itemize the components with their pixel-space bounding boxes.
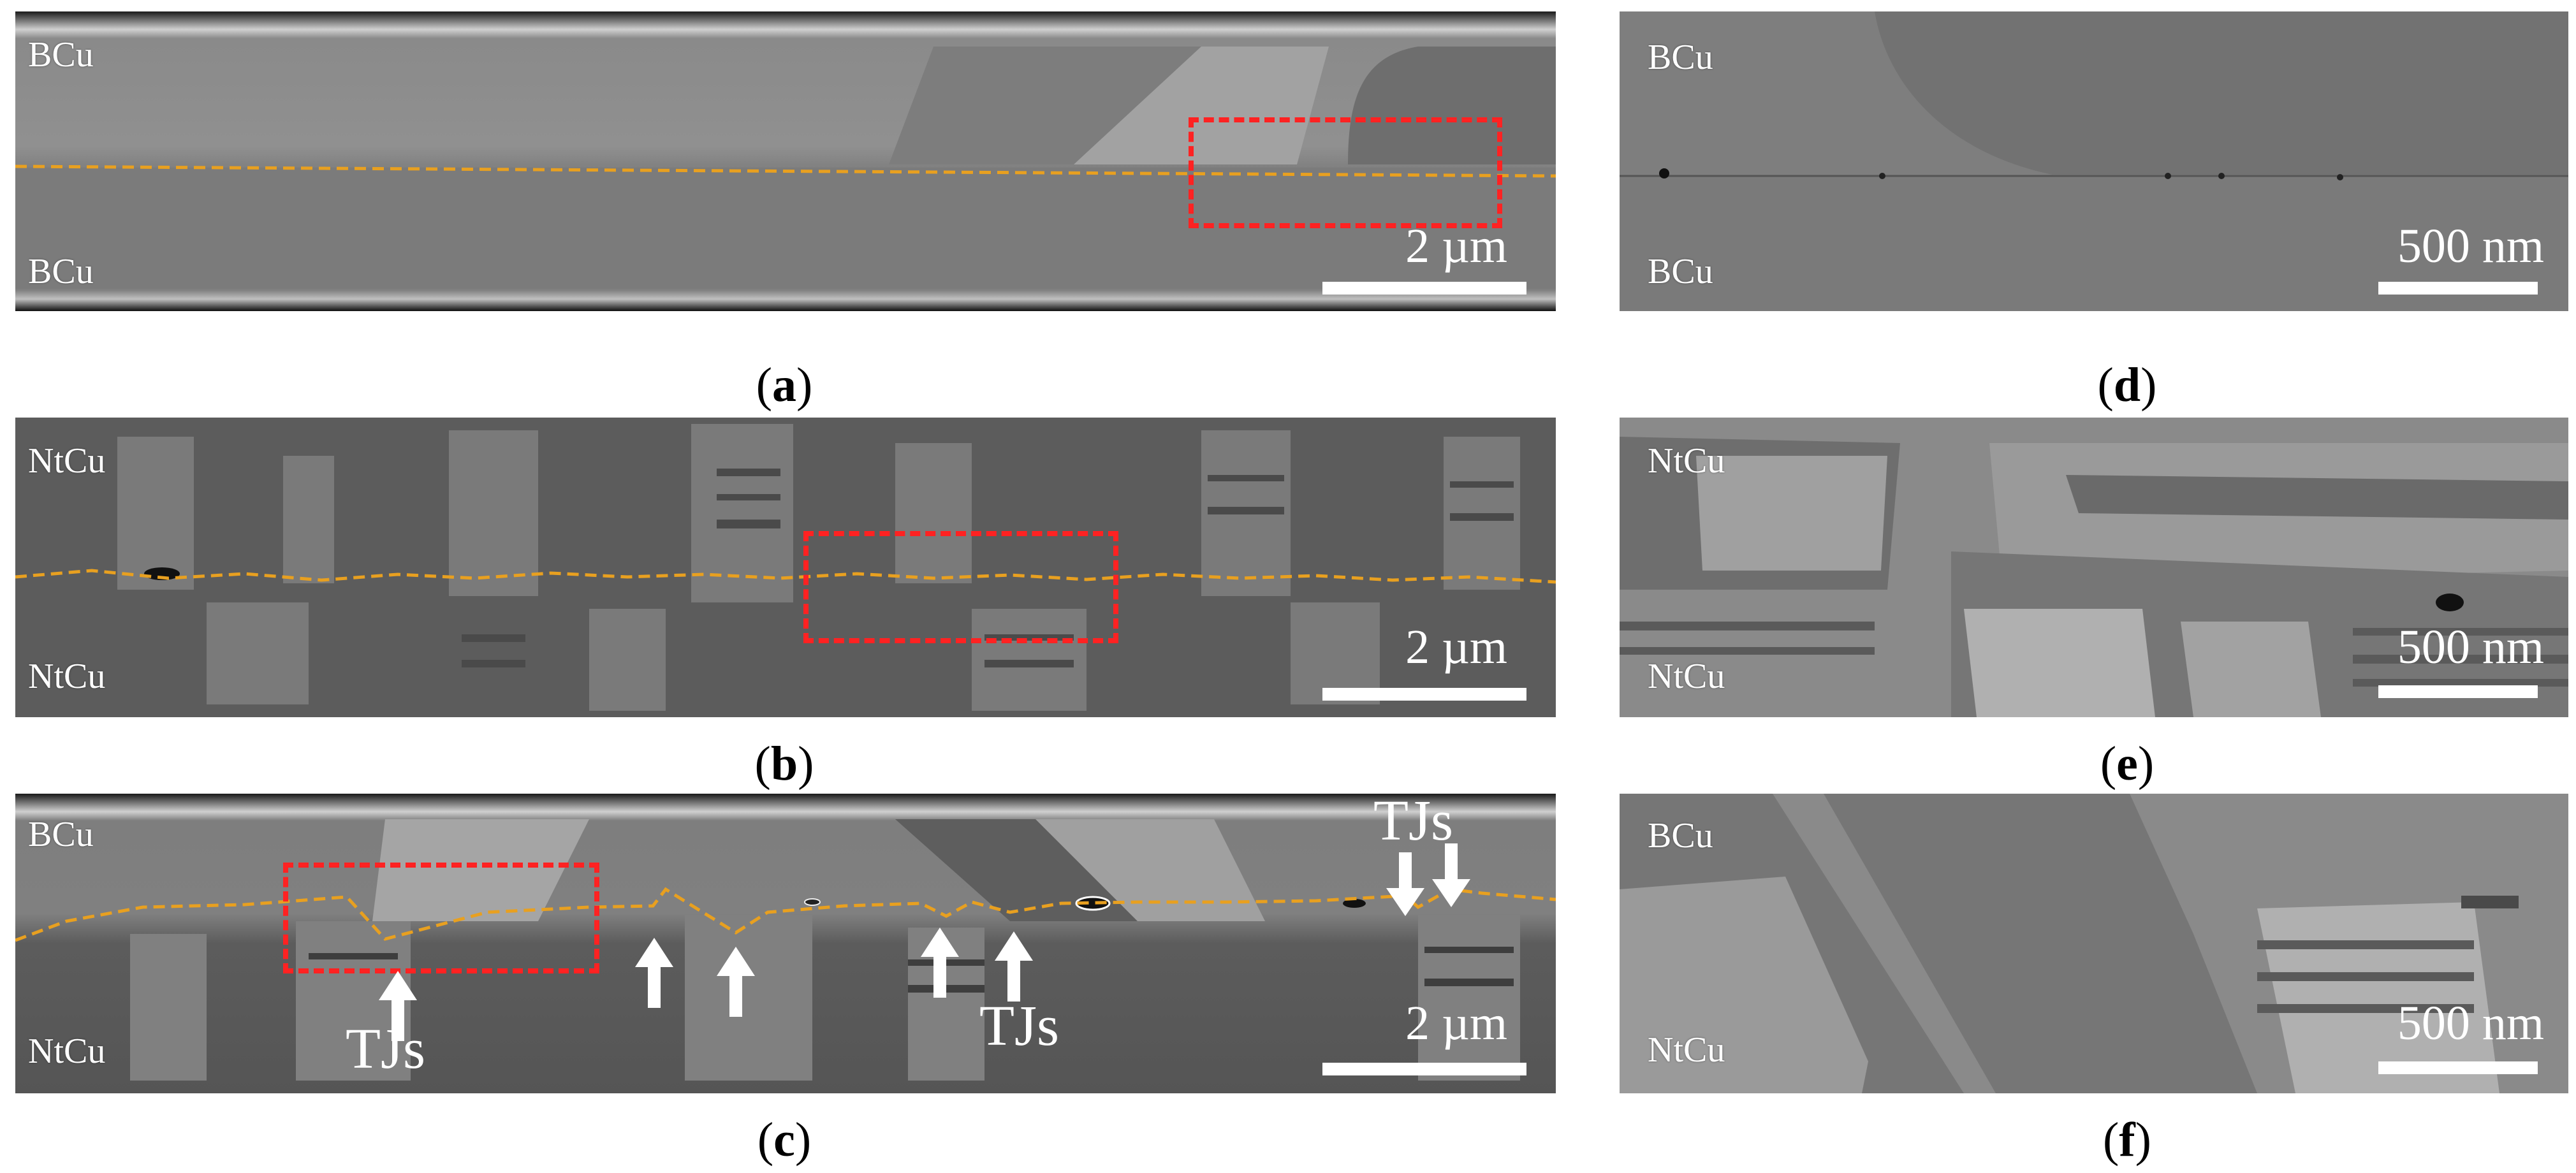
- material-label-bottom: NtCu: [1648, 1030, 1725, 1070]
- scale-bar-label: 2 µm: [1405, 219, 1507, 273]
- panel-e: NtCu NtCu 500 nm: [1620, 418, 2568, 717]
- sem-image-a: [15, 11, 1556, 311]
- sem-image-e: [1620, 418, 2568, 717]
- material-label-bottom: NtCu: [28, 1031, 106, 1071]
- caption-d: (d): [2097, 358, 2157, 412]
- arrow-down-icon: [1386, 852, 1424, 916]
- panel-d: BCu BCu 500 nm: [1620, 11, 2568, 311]
- caption-e: (e): [2100, 737, 2155, 790]
- arrow-up-icon: [635, 938, 673, 1008]
- scale-bar: [2378, 282, 2538, 295]
- scale-bar: [1322, 1063, 1526, 1075]
- scale-bar-label: 2 µm: [1405, 620, 1507, 674]
- scale-bar: [2378, 1061, 2538, 1074]
- roi-box: [283, 863, 599, 973]
- caption-c: (c): [757, 1113, 812, 1167]
- sem-image-f: [1620, 794, 2568, 1093]
- material-label-bottom: NtCu: [1648, 657, 1725, 696]
- tj-label: TJs: [979, 994, 1060, 1058]
- material-label-top: BCu: [28, 815, 94, 854]
- panel-b: NtCu NtCu 2 µm: [15, 418, 1556, 717]
- arrow-up-icon: [379, 971, 417, 1041]
- caption-f: (f): [2103, 1113, 2151, 1167]
- material-label-bottom: BCu: [28, 252, 94, 291]
- panel-f: BCu NtCu 500 nm: [1620, 794, 2568, 1093]
- scale-bar-label: 2 µm: [1405, 996, 1507, 1050]
- tj-label: TJs: [1373, 794, 1454, 852]
- arrow-down-icon: [1432, 843, 1470, 907]
- material-label-top: BCu: [1648, 38, 1713, 77]
- roi-box: [1189, 117, 1502, 228]
- caption-a: (a): [756, 358, 813, 412]
- scale-bar: [1322, 688, 1526, 701]
- scale-bar-label: 500 nm: [2397, 996, 2544, 1050]
- material-label-top: NtCu: [28, 441, 106, 481]
- material-label-bottom: NtCu: [28, 657, 106, 696]
- arrow-up-icon: [717, 947, 755, 1017]
- material-label-top: BCu: [28, 35, 94, 75]
- material-label-top: NtCu: [1648, 441, 1725, 481]
- scale-bar-label: 500 nm: [2397, 219, 2544, 273]
- tj-label: TJs: [346, 1017, 426, 1081]
- scale-bar: [1322, 282, 1526, 295]
- sem-image-b: [15, 418, 1556, 717]
- material-label-bottom: BCu: [1648, 252, 1713, 291]
- sem-image-d: [1620, 11, 2568, 311]
- roi-box: [803, 531, 1118, 643]
- sem-image-c: [15, 794, 1556, 1093]
- panel-a: BCu BCu 2 µm: [15, 11, 1556, 311]
- scale-bar: [2378, 685, 2538, 698]
- panel-c: BCu NtCu TJs TJs TJs 2 µm: [15, 794, 1556, 1093]
- caption-b: (b): [754, 737, 814, 790]
- scale-bar-label: 500 nm: [2397, 620, 2544, 674]
- material-label-top: BCu: [1648, 816, 1713, 856]
- arrow-up-icon: [921, 928, 959, 998]
- arrow-up-icon: [995, 931, 1033, 1002]
